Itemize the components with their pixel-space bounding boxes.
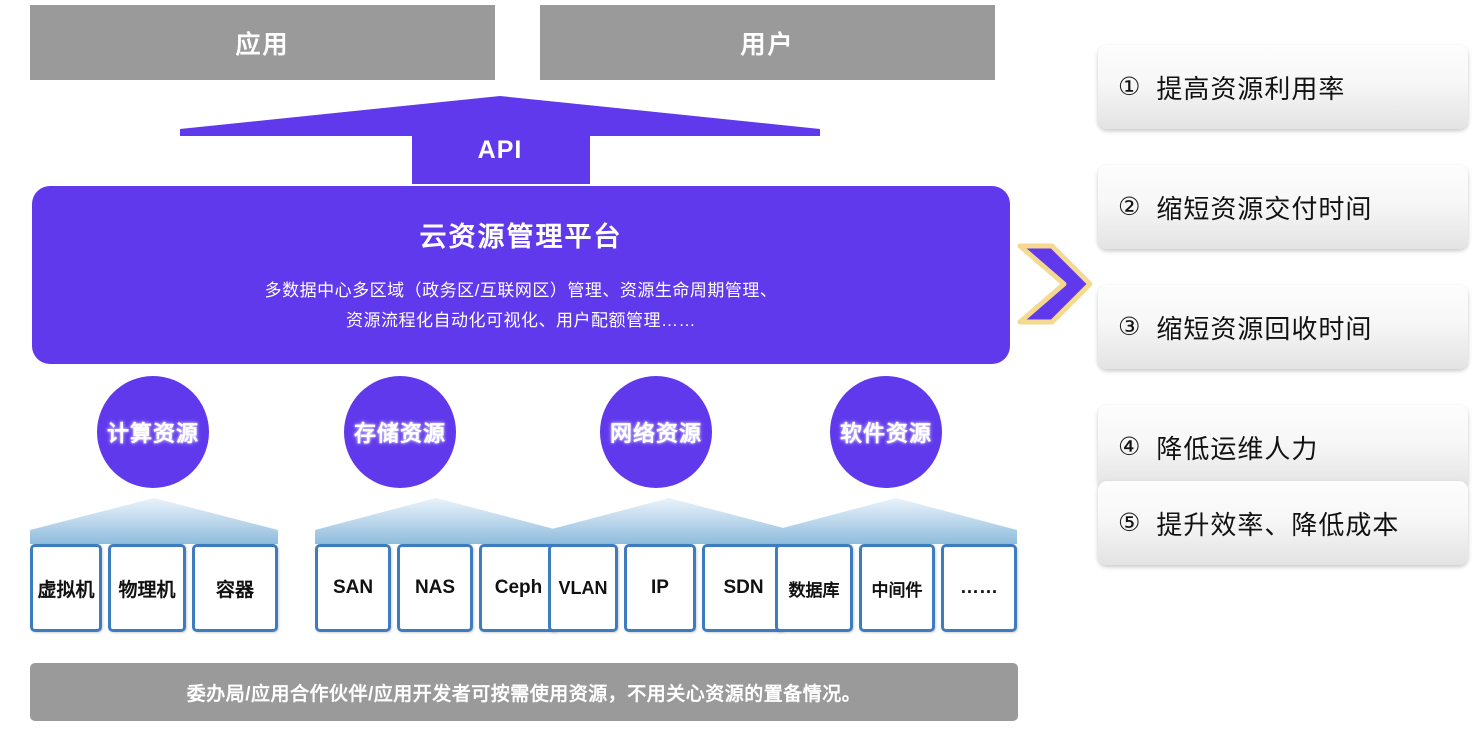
- resource-leaf-middleware[interactable]: 中间件: [859, 544, 935, 632]
- resource-leaf-database-label: 数据库: [788, 580, 840, 600]
- resource-leaf-nas[interactable]: NAS: [397, 544, 473, 632]
- resource-circle-storage: 存储资源: [344, 376, 456, 488]
- resource-leaf-sdn[interactable]: SDN: [702, 544, 785, 632]
- resource-circle-compute-label: 计算资源: [106, 421, 199, 446]
- consumer-box-application: 应用: [30, 5, 495, 80]
- platform-title: 云资源管理平台: [419, 221, 623, 252]
- consumer-box-user: 用户: [540, 5, 995, 80]
- resource-leaf-vlan[interactable]: VLAN: [548, 544, 618, 632]
- api-arrow: API: [180, 96, 820, 184]
- resource-leaf-vm-label: 虚拟机: [37, 579, 95, 601]
- resource-leaf-database[interactable]: 数据库: [775, 544, 853, 632]
- resource-tent-network: [548, 498, 791, 544]
- resource-leaf-vm[interactable]: 虚拟机: [30, 544, 102, 632]
- benefit-card-2-label: 缩短资源交付时间: [1156, 193, 1373, 224]
- summary-banner-label: 委办局/应用合作伙伴/应用开发者可按需使用资源，不用关心资源的置备情况。: [186, 683, 862, 705]
- resource-leaf-more-label: ……: [960, 577, 998, 598]
- resource-circle-compute: 计算资源: [97, 376, 209, 488]
- resource-leaf-ip-label: IP: [651, 577, 669, 598]
- chevron-right-icon: [1012, 240, 1094, 328]
- benefit-card-5[interactable]: ⑤ 提升效率、降低成本: [1098, 481, 1468, 565]
- benefit-card-2[interactable]: ② 缩短资源交付时间: [1098, 165, 1468, 249]
- resource-leaf-container-label: 容器: [215, 579, 254, 601]
- benefit-card-1-number: ①: [1118, 72, 1141, 101]
- benefit-card-4[interactable]: ④ 降低运维人力: [1098, 405, 1468, 489]
- consumer-box-user-label: 用户: [740, 30, 795, 59]
- benefit-card-3[interactable]: ③ 缩短资源回收时间: [1098, 285, 1468, 369]
- benefit-card-4-label: 降低运维人力: [1156, 433, 1319, 464]
- resource-leaf-san-label: SAN: [332, 577, 374, 598]
- cloud-resource-platform-box: 云资源管理平台 多数据中心多区域（政务区/互联网区）管理、资源生命周期管理、 资…: [32, 186, 1010, 364]
- resource-circle-software: 软件资源: [830, 376, 942, 488]
- resource-leaf-row-storage: SAN NAS Ceph: [315, 544, 558, 632]
- benefit-card-4-number: ④: [1118, 432, 1141, 461]
- summary-banner: 委办局/应用合作伙伴/应用开发者可按需使用资源，不用关心资源的置备情况。: [30, 663, 1018, 721]
- platform-description-line-2: 资源流程化自动化可视化、用户配额管理……: [346, 310, 696, 330]
- resource-leaf-row-network: VLAN IP SDN: [548, 544, 785, 632]
- resource-circle-storage-label: 存储资源: [353, 421, 446, 446]
- resource-leaf-physical[interactable]: 物理机: [108, 544, 186, 632]
- benefit-card-1-label: 提高资源利用率: [1156, 73, 1346, 104]
- resource-leaf-middleware-label: 中间件: [871, 580, 923, 600]
- resource-circle-software-label: 软件资源: [839, 421, 932, 446]
- resource-tent-software: [775, 498, 1017, 544]
- benefit-card-1[interactable]: ① 提高资源利用率: [1098, 45, 1468, 129]
- resource-leaf-more[interactable]: ……: [941, 544, 1017, 632]
- benefit-card-2-number: ②: [1118, 192, 1141, 221]
- api-label: API: [477, 136, 523, 164]
- resource-leaf-sdn-label: SDN: [723, 577, 764, 598]
- benefit-card-3-number: ③: [1118, 312, 1141, 341]
- consumer-box-application-label: 应用: [235, 30, 290, 59]
- resource-leaf-row-software: 数据库 中间件 ……: [775, 544, 1017, 632]
- benefit-card-5-number: ⑤: [1118, 508, 1141, 537]
- resource-leaf-vlan-label: VLAN: [558, 577, 608, 598]
- benefit-card-5-label: 提升效率、降低成本: [1156, 509, 1400, 540]
- resource-leaf-san[interactable]: SAN: [315, 544, 391, 632]
- platform-description-line-1: 多数据中心多区域（政务区/互联网区）管理、资源生命周期管理、: [264, 280, 778, 300]
- resource-leaf-nas-label: NAS: [414, 577, 456, 598]
- resource-leaf-container[interactable]: 容器: [192, 544, 278, 632]
- resource-tent-compute: [30, 498, 278, 544]
- resource-leaf-row-compute: 虚拟机 物理机 容器: [30, 544, 278, 632]
- resource-circle-network-label: 网络资源: [609, 421, 702, 446]
- resource-tent-storage: [315, 498, 558, 544]
- resource-leaf-ip[interactable]: IP: [624, 544, 696, 632]
- resource-leaf-ceph-label: Ceph: [494, 577, 543, 598]
- resource-leaf-physical-label: 物理机: [118, 579, 176, 601]
- api-arrow-shape: [180, 96, 820, 184]
- benefit-card-3-label: 缩短资源回收时间: [1156, 313, 1373, 344]
- resource-leaf-ceph[interactable]: Ceph: [479, 544, 558, 632]
- resource-circle-network: 网络资源: [600, 376, 712, 488]
